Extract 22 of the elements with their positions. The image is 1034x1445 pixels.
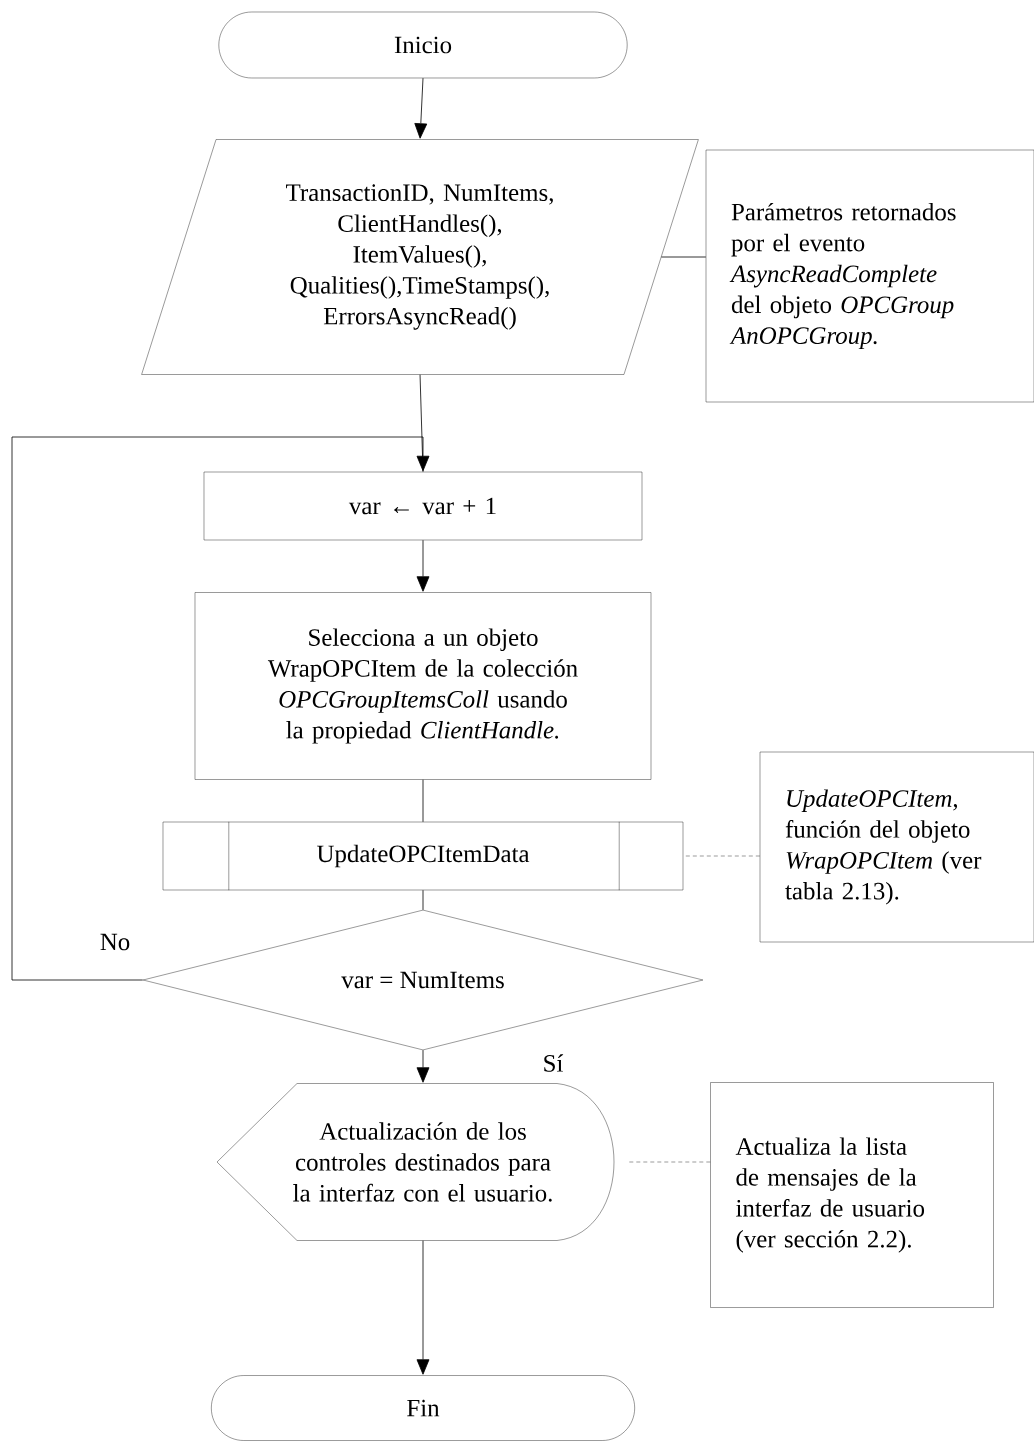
- connector-line: [422, 889, 424, 911]
- leader-line: [661, 256, 707, 258]
- annotation-box: Parámetros retornados por el evento AsyncReadComplete del objeto OPCGroup AnOPCGroup.: [705, 149, 1034, 403]
- edge-label: Sí: [540, 1052, 566, 1074]
- process-box: var ← var + 1: [203, 471, 643, 541]
- connector-line: [419, 374, 424, 473]
- arrow: [11, 436, 430, 981]
- annotation-box: UpdateOPCItem, función del objeto WrapOPCItem (ver tabla 2.13).: [759, 751, 1034, 943]
- subroutine-box: UpdateOPCItemData: [162, 821, 684, 891]
- arrow: [416, 1049, 430, 1083]
- annotation-box: Actualiza la lista de mensajes de la interfaz de usuario (ver sección 2.2).: [710, 1082, 994, 1308]
- edge-label: No: [97, 931, 133, 953]
- arrow: [414, 77, 428, 139]
- arrow: [416, 1240, 430, 1375]
- terminal-box: Fin: [211, 1375, 635, 1441]
- leader-line: [629, 1161, 711, 1163]
- data-parallelogram: TransactionID, NumItems, ClientHandles(), ItemValues(), Qualities(),TimeStamps(), ErrorsAsyncRead(): [141, 139, 699, 375]
- arrow: [416, 539, 430, 592]
- process-box: Selecciona a un objeto WrapOPCItem de la colección OPCGroupItemsColl usando la propiedad ClientHandle.: [194, 592, 652, 780]
- connector-line: [422, 779, 424, 823]
- terminal-box: Inicio: [218, 11, 628, 79]
- leader-line: [683, 855, 760, 857]
